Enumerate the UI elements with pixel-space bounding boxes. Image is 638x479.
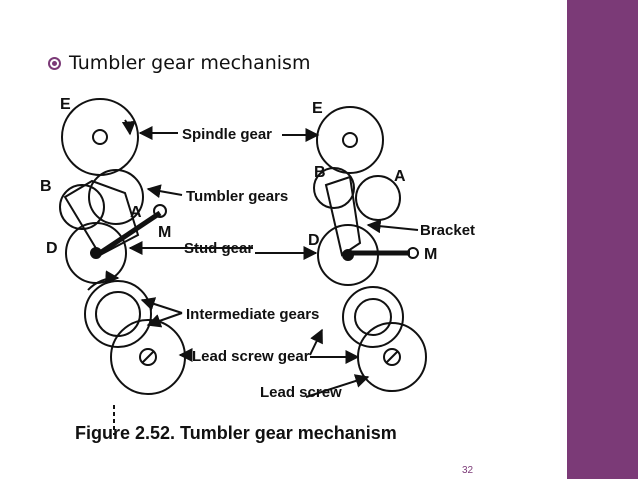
left-spindle-gear [61,98,139,176]
left-bracket [63,179,140,257]
slide-title: Tumbler gear mechanism [69,52,311,74]
label-intermediate-gears: Intermediate gears [186,306,319,323]
label-e-left: E [60,96,71,113]
label-a-right: A [394,168,406,185]
label-b-right: B [314,164,326,181]
right-tumbler-gear-left [313,167,355,209]
figure-caption: Figure 2.52. Tumbler gear mechanism [75,423,397,443]
label-lead-screw: Lead screw [260,384,342,401]
page-number: 32 [462,465,474,476]
left-tumbler-gear-upper [88,169,144,225]
label-a-left: A [130,204,142,221]
label-m-left: M [158,224,171,241]
label-d-right: D [308,232,320,249]
label-e-right: E [312,100,323,117]
label-spindle-gear: Spindle gear [182,126,272,143]
sidebar-accent [567,0,638,479]
label-b-left: B [40,178,52,195]
left-tumbler-gear-lower [59,184,105,230]
right-intermediate-gear [342,286,404,348]
right-bracket [324,175,362,257]
sidebar-strip [552,0,567,479]
label-d-left: D [46,240,58,257]
label-m-right: M [424,246,437,263]
label-stud-gear: Stud gear [184,240,253,257]
label-tumbler-gears: Tumbler gears [186,188,288,205]
right-spindle-gear [316,106,384,174]
label-lead-screw-gear: Lead screw gear [192,348,310,365]
title-row: Tumbler gear mechanism [48,52,310,74]
right-stud-gear [317,224,379,286]
bullet-icon [48,56,61,70]
tumbler-gear-diagram: E B A M D Spindle gear Tumbler gears Stu… [40,96,475,443]
label-bracket: Bracket [420,222,475,239]
